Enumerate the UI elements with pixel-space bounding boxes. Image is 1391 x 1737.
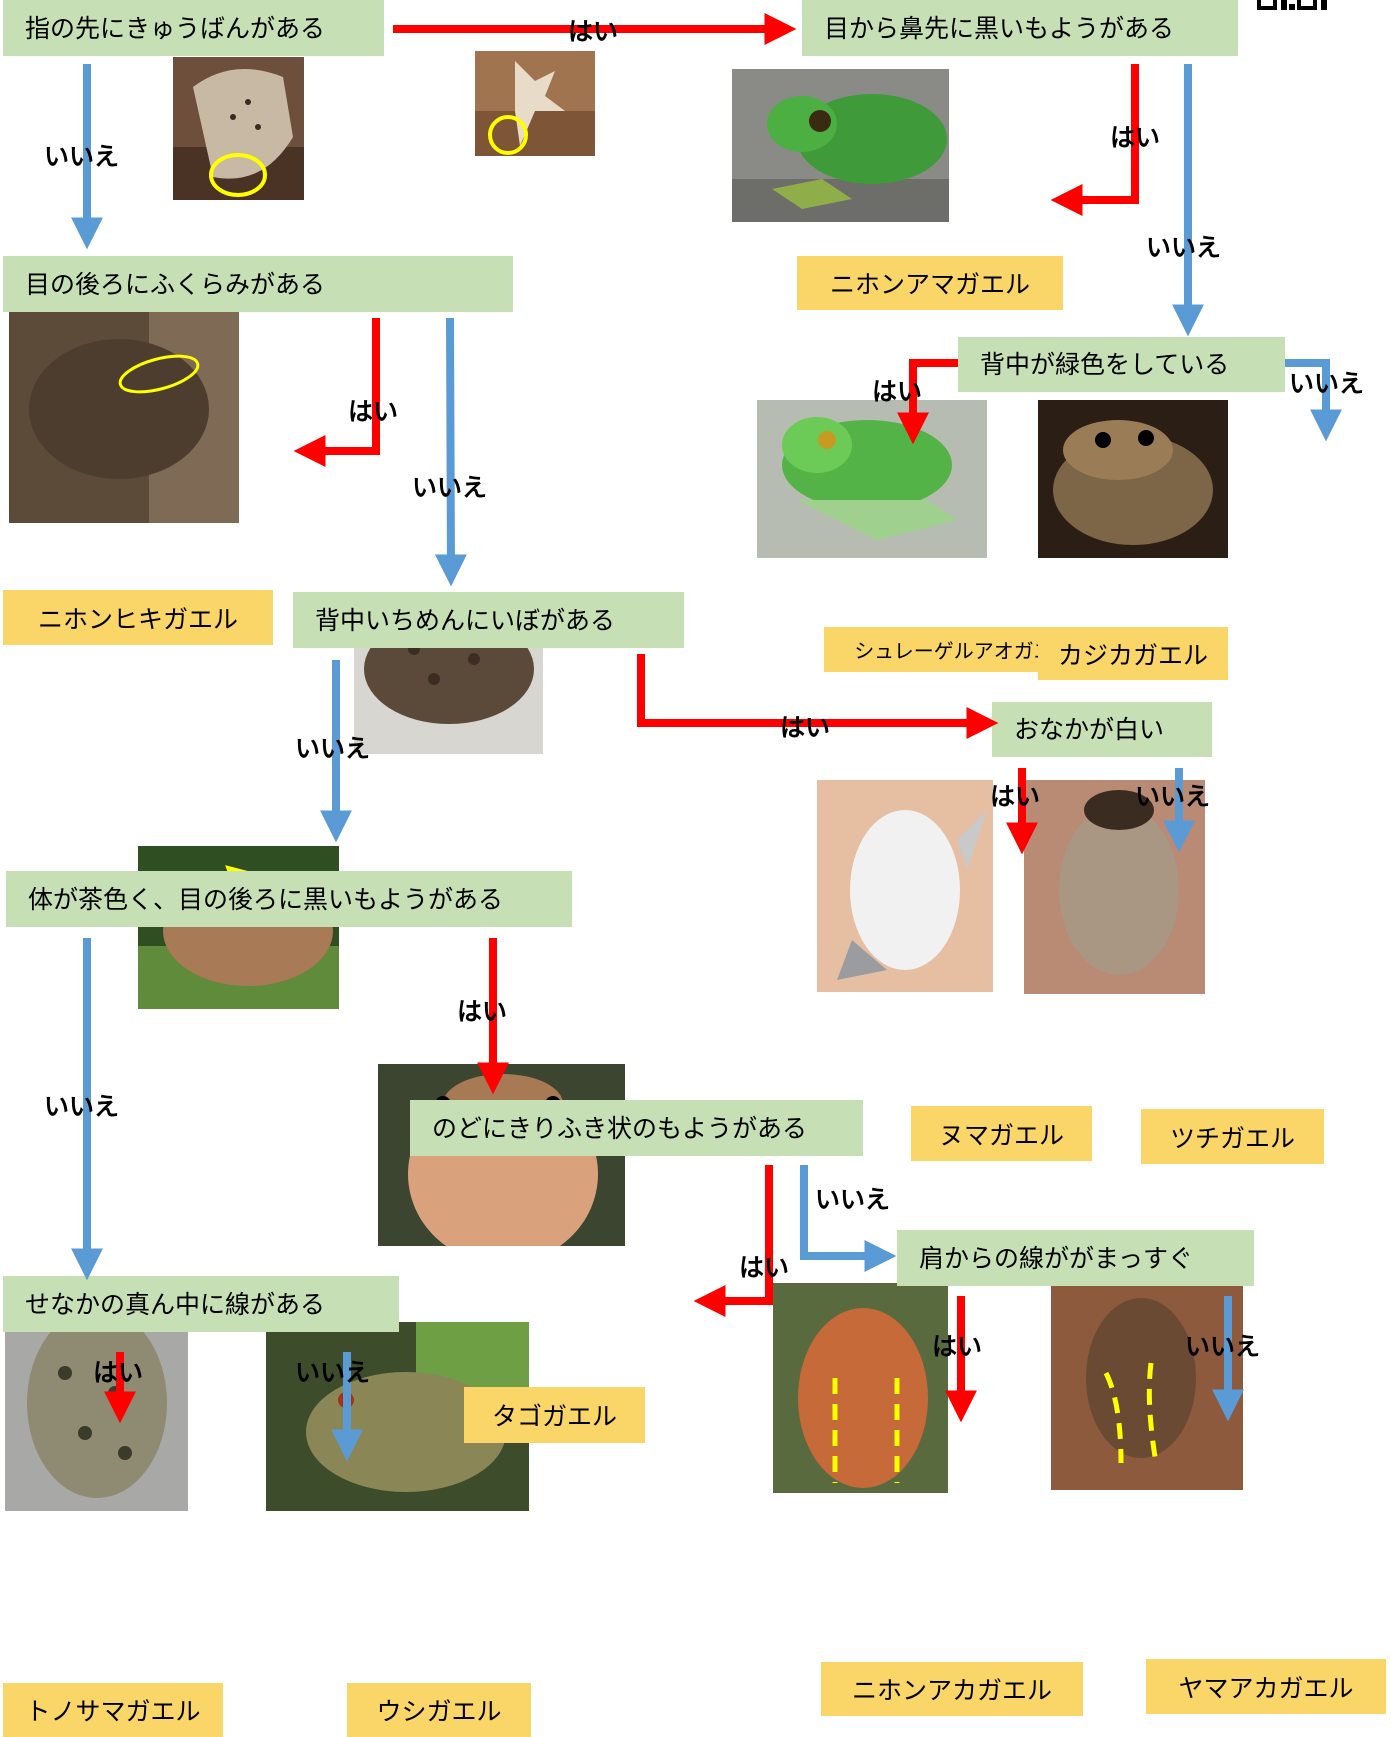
label-yes: はい [872,372,922,408]
label-no: いいえ [1289,364,1364,400]
label-yes: はい [990,777,1040,813]
label-no: いいえ [295,729,370,765]
label-yes: はい [780,708,830,744]
label-yes: はい [932,1327,982,1363]
label-no: いいえ [412,468,487,504]
label-yes: はい [739,1248,789,1284]
label-no: いいえ [44,1087,119,1123]
label-yes: はい [348,392,398,428]
label-yes: はい [568,12,618,48]
label-no: いいえ [1135,777,1210,813]
label-no: いいえ [1146,228,1221,264]
label-yes: はい [93,1353,143,1389]
label-yes: はい [457,992,507,1028]
label-no: いいえ [1185,1327,1260,1363]
label-yes: はい [1110,118,1160,154]
label-no: いいえ [44,137,119,173]
label-no: いいえ [815,1180,890,1216]
label-no: いいえ [295,1353,370,1389]
